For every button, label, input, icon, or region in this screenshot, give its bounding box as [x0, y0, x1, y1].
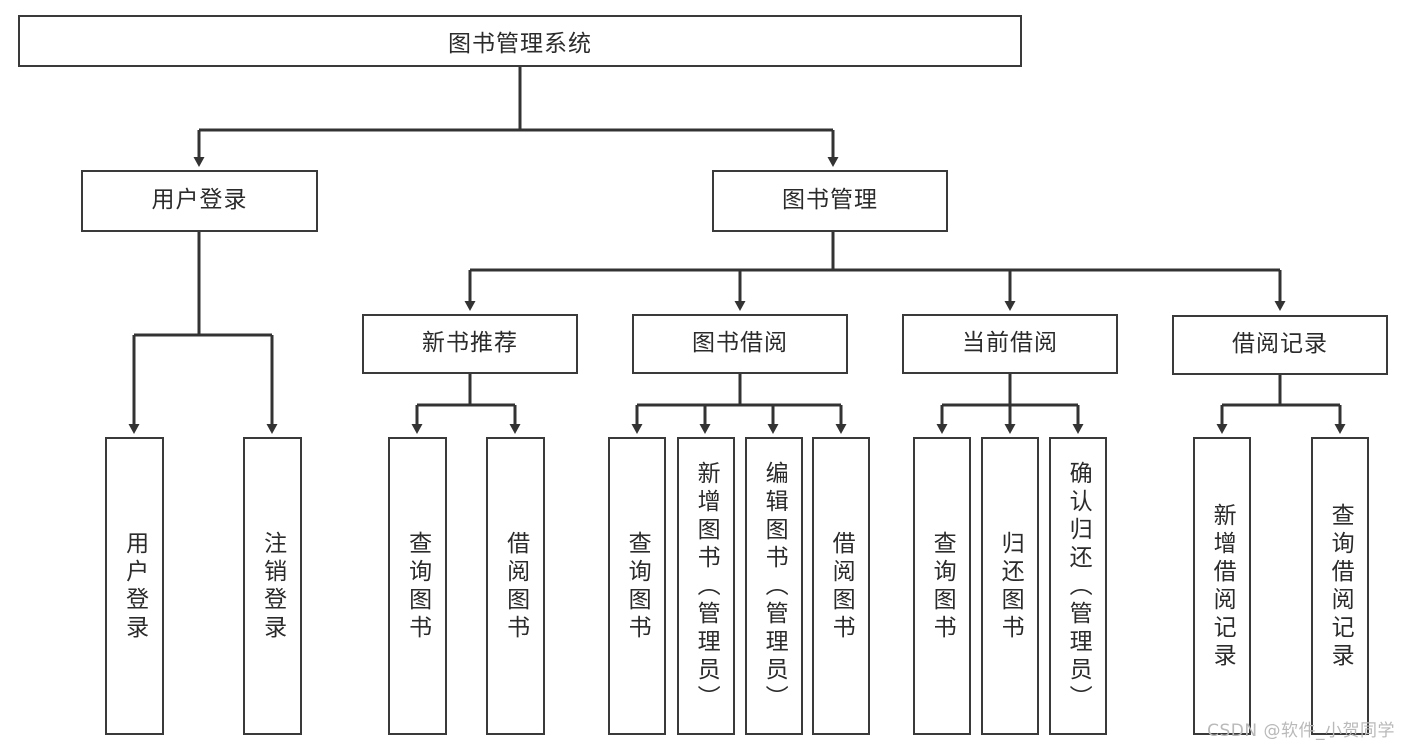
node-leaf-query-record[interactable]: 查询借阅记录 — [1311, 437, 1369, 735]
node-leaf-query-book-2-label: 查询图书 — [624, 531, 651, 643]
node-leaf-logout-login-label: 注销登录 — [259, 531, 286, 643]
node-leaf-query-record-label: 查询借阅记录 — [1327, 503, 1354, 671]
node-leaf-query-book-1[interactable]: 查询图书 — [388, 437, 447, 735]
node-leaf-confirm-return[interactable]: 确认归还（管理员） — [1049, 437, 1107, 735]
node-borrow-record[interactable]: 借阅记录 — [1172, 315, 1388, 375]
node-book-borrow-label: 图书借阅 — [692, 330, 788, 357]
node-leaf-logout-login[interactable]: 注销登录 — [243, 437, 302, 735]
node-leaf-edit-book-label: 编辑图书（管理员） — [761, 461, 788, 713]
node-borrow-record-label: 借阅记录 — [1232, 331, 1328, 358]
node-leaf-user-login[interactable]: 用户登录 — [105, 437, 164, 735]
node-leaf-query-book-3-label: 查询图书 — [929, 531, 956, 643]
node-leaf-user-login-label: 用户登录 — [121, 531, 148, 643]
node-book-management[interactable]: 图书管理 — [712, 170, 948, 232]
node-user-login[interactable]: 用户登录 — [81, 170, 318, 232]
node-leaf-query-book-3[interactable]: 查询图书 — [913, 437, 971, 735]
node-book-borrow[interactable]: 图书借阅 — [632, 314, 848, 374]
node-new-book-recommend[interactable]: 新书推荐 — [362, 314, 578, 374]
node-current-borrow[interactable]: 当前借阅 — [902, 314, 1118, 374]
node-leaf-borrow-book-1-label: 借阅图书 — [502, 531, 529, 643]
node-leaf-add-record-label: 新增借阅记录 — [1209, 503, 1236, 671]
node-leaf-edit-book[interactable]: 编辑图书（管理员） — [745, 437, 803, 735]
node-leaf-confirm-return-label: 确认归还（管理员） — [1065, 461, 1092, 713]
node-leaf-query-book-2[interactable]: 查询图书 — [608, 437, 666, 735]
node-leaf-return-book[interactable]: 归还图书 — [981, 437, 1039, 735]
node-leaf-borrow-book-2[interactable]: 借阅图书 — [812, 437, 870, 735]
node-leaf-borrow-book-1[interactable]: 借阅图书 — [486, 437, 545, 735]
node-leaf-add-record[interactable]: 新增借阅记录 — [1193, 437, 1251, 735]
node-root[interactable]: 图书管理系统 — [18, 15, 1022, 67]
node-current-borrow-label: 当前借阅 — [962, 330, 1058, 357]
node-leaf-borrow-book-2-label: 借阅图书 — [828, 531, 855, 643]
node-leaf-query-book-1-label: 查询图书 — [404, 531, 431, 643]
node-user-login-label: 用户登录 — [151, 187, 248, 214]
node-leaf-add-book[interactable]: 新增图书（管理员） — [677, 437, 735, 735]
node-leaf-add-book-label: 新增图书（管理员） — [693, 461, 720, 713]
watermark-text: CSDN @软件_小贺同学 — [1207, 721, 1395, 741]
node-book-management-label: 图书管理 — [782, 187, 878, 214]
node-leaf-return-book-label: 归还图书 — [997, 531, 1024, 643]
node-new-book-recommend-label: 新书推荐 — [422, 330, 518, 357]
node-root-label: 图书管理系统 — [448, 31, 592, 57]
